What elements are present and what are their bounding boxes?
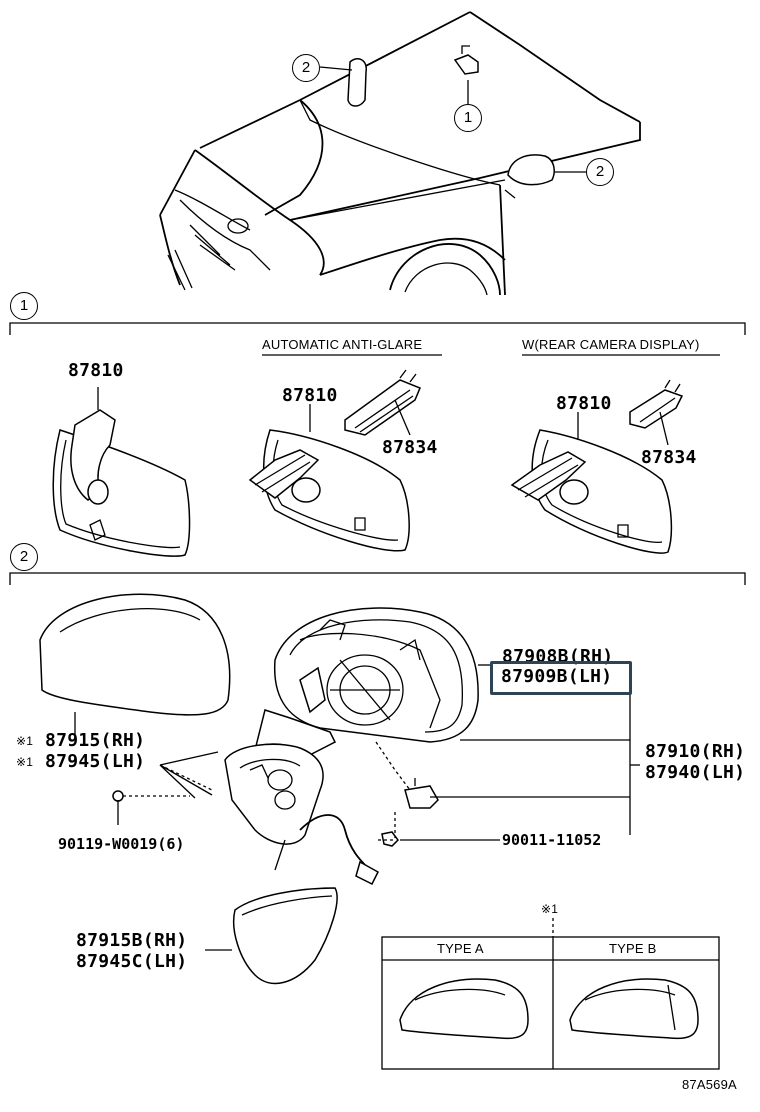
part-camera-cover: 87834 [641,447,697,468]
part-mirror-assy-rh: 87910(RH) [645,741,746,762]
section-1-bracket [9,322,746,335]
section-2-circle: 2 [10,543,38,571]
highlight-box [490,661,632,695]
part-lower-cover-lh: 87945C(LH) [76,951,188,972]
mirror-cover-upper [39,593,231,740]
part-outer-mirror-lh: 87909B(LH) [501,666,613,687]
outer-mirror-assembly [239,607,479,761]
inner-mirror-antiglare [248,369,421,552]
part-inner-mirror-camera: 87810 [556,393,612,414]
part-bolt: 90119-W0019(6) [58,835,185,853]
rear-camera-header: W(REAR CAMERA DISPLAY) [522,337,700,352]
part-inner-mirror-antiglare: 87810 [282,385,338,406]
type-a-label: TYPE A [437,941,484,956]
part-cover-lh: 87945(LH) [45,751,146,772]
type-table-mark: ※1 [541,902,559,916]
anti-glare-header: AUTOMATIC ANTI-GLARE [262,337,423,352]
mirror-small-parts [112,741,439,847]
figure-id: 87A569A [682,1077,737,1092]
cover-mark-lh: ※1 [16,755,34,769]
part-inner-mirror-std: 87810 [68,360,124,381]
part-antiglare-cover: 87834 [382,437,438,458]
type-table [381,918,720,1070]
cover-mark-rh: ※1 [16,734,34,748]
inner-mirror-standard [52,387,191,557]
section-2-bracket [9,572,746,585]
part-mirror-assy-lh: 87940(LH) [645,762,746,783]
section-1-circle: 1 [10,292,38,320]
type-b-label: TYPE B [609,941,657,956]
ref-circle-2-side: 2 [586,158,614,186]
mirror-base [224,743,379,886]
inner-mirror-camera [510,379,684,554]
part-cover-rh: 87915(RH) [45,730,146,751]
part-lower-cover-rh: 87915B(RH) [76,930,188,951]
car-illustration [159,11,641,296]
ref-circle-1-top: 1 [454,104,482,132]
ref-circle-2-top: 2 [292,54,320,82]
mirror-cover-lower [205,887,338,985]
part-screw: 90011-11052 [502,831,602,849]
